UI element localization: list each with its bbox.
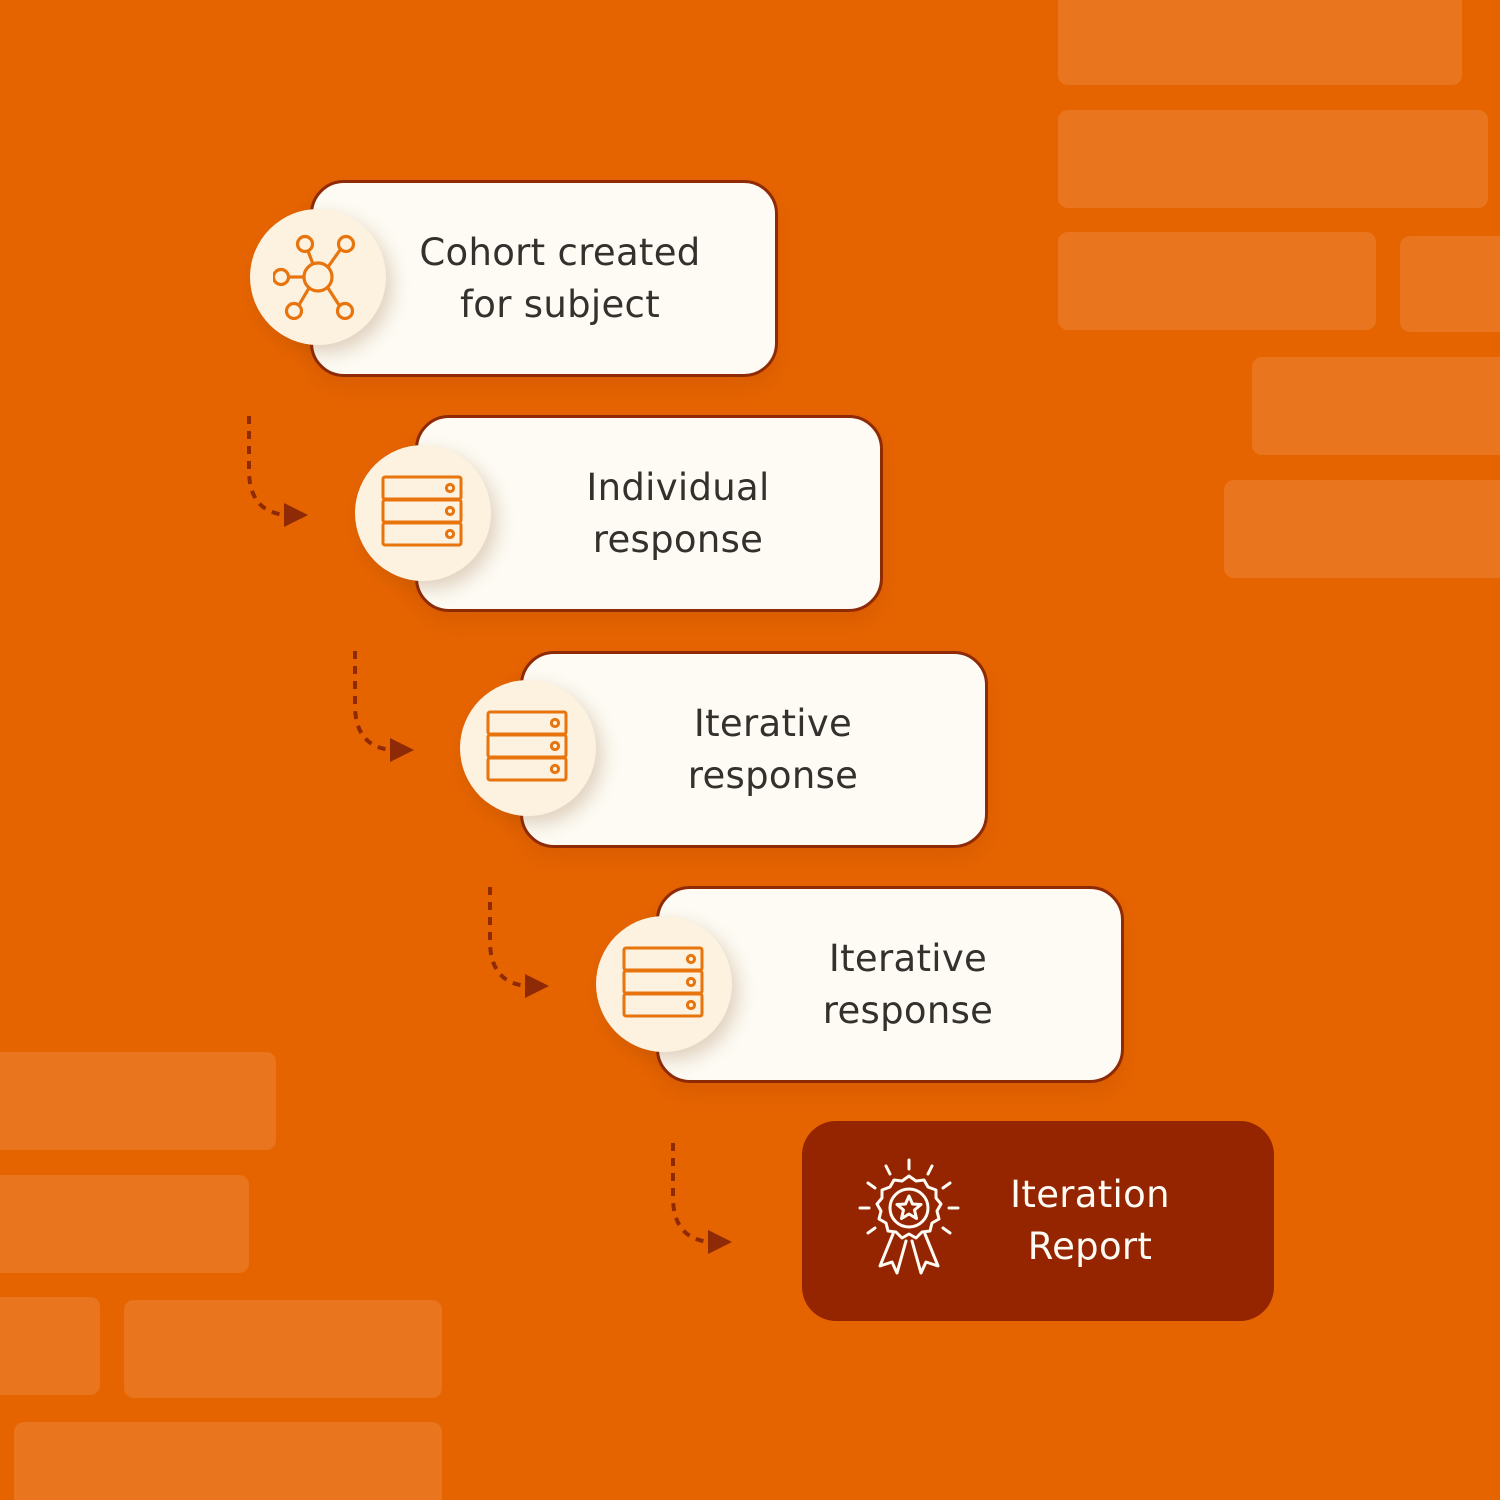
network-hub-icon (273, 234, 356, 321)
step-label-line2: for subject (459, 282, 661, 326)
flow-arrow (353, 651, 414, 762)
decor-brick (0, 1175, 249, 1273)
decor-brick (1058, 110, 1488, 208)
flow-arrow (247, 416, 308, 527)
decor-brick (0, 1297, 100, 1395)
step-label: Individual response (508, 415, 848, 612)
step-icon-circle (460, 680, 596, 816)
step-label-line1: Cohort created (419, 230, 701, 274)
decor-brick (1058, 0, 1462, 85)
step-card-iterative-response (656, 886, 1124, 1083)
final-label-line2: Report (1027, 1225, 1153, 1268)
step-icon-circle (250, 209, 386, 345)
step-card-cohort (310, 180, 778, 377)
server-stack-icon (486, 710, 568, 782)
decor-brick (1224, 480, 1500, 578)
decor-brick (1400, 236, 1500, 332)
step-label: Cohort created for subject (390, 180, 730, 377)
step-label-line2: response (687, 753, 859, 797)
step-label: Iterative response (603, 651, 943, 848)
award-badge-icon (858, 1158, 960, 1275)
decor-brick (1058, 232, 1376, 330)
final-label-line1: Iteration (1010, 1173, 1170, 1216)
decor-brick (0, 1052, 276, 1150)
decor-brick (1252, 357, 1500, 455)
decor-brick (14, 1422, 442, 1500)
flow-arrow (671, 1143, 732, 1254)
step-label: Iterative response (738, 886, 1078, 1083)
step-icon-circle (355, 445, 491, 581)
step-label-line1: Iterative (693, 701, 853, 745)
decor-brick (124, 1300, 442, 1398)
step-label-line2: response (822, 988, 994, 1032)
flow-arrow (488, 887, 549, 998)
step-label-line1: Individual (586, 465, 770, 509)
server-stack-icon (622, 946, 704, 1018)
step-icon-circle (596, 916, 732, 1052)
step-label-line2: response (592, 517, 764, 561)
final-label: Iteration Report (960, 1121, 1220, 1321)
step-card-individual-response (415, 415, 883, 612)
server-stack-icon (381, 475, 463, 547)
step-label-line1: Iterative (828, 936, 988, 980)
